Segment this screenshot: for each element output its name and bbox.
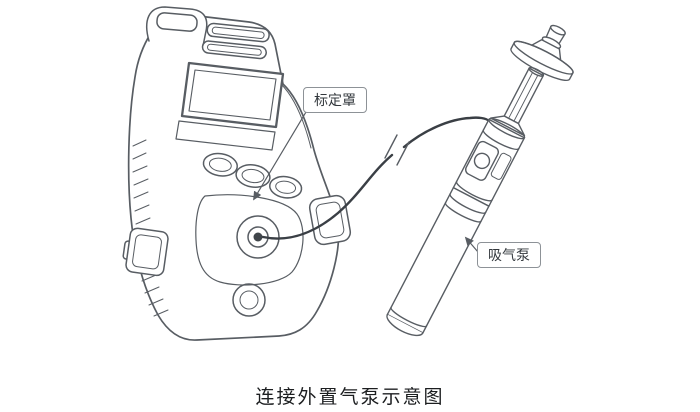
pipe-break-marks: [384, 134, 410, 166]
detector-grills: [201, 22, 270, 60]
detector-buttons: [202, 152, 303, 199]
detector-subpanel: [175, 120, 276, 151]
pump-release-window: [464, 140, 500, 181]
detector-side-contour: [280, 83, 312, 149]
detector-screen: [188, 69, 277, 121]
leader-line-suction-pump: [464, 236, 479, 253]
calibration-cap-port-outer: [236, 215, 280, 259]
detector-grip-hatching: [132, 139, 169, 317]
label-suction-pump: 吸气泵: [477, 242, 541, 268]
external-suction-pump-illustration: [386, 24, 574, 337]
gas-detector-illustration: [122, 6, 352, 341]
calibration-cap-port-center: [253, 232, 263, 242]
detector-body-outline: [127, 11, 340, 341]
pump-body: [386, 186, 490, 334]
detector-clip-slot: [156, 12, 198, 32]
pump-release-button: [473, 152, 491, 170]
label-calibration-cap: 标定罩: [303, 87, 367, 113]
leader-line-calibration-cap: [253, 111, 307, 201]
detector-bottom-sensor-outer: [232, 283, 266, 317]
pump-bottom-cap: [386, 313, 424, 337]
detector-screen-bezel: [180, 61, 285, 129]
tube-segment-left: [261, 153, 394, 240]
diagram-caption: 连接外置气泵示意图: [255, 387, 445, 408]
connecting-tube: [261, 116, 491, 240]
detector-bottom-sensor-inner: [239, 290, 259, 310]
detector-left-clamp: [122, 227, 169, 277]
tube-segment-right: [402, 116, 491, 149]
detector-front-panel: [195, 194, 304, 286]
leader-lines: [253, 111, 479, 253]
